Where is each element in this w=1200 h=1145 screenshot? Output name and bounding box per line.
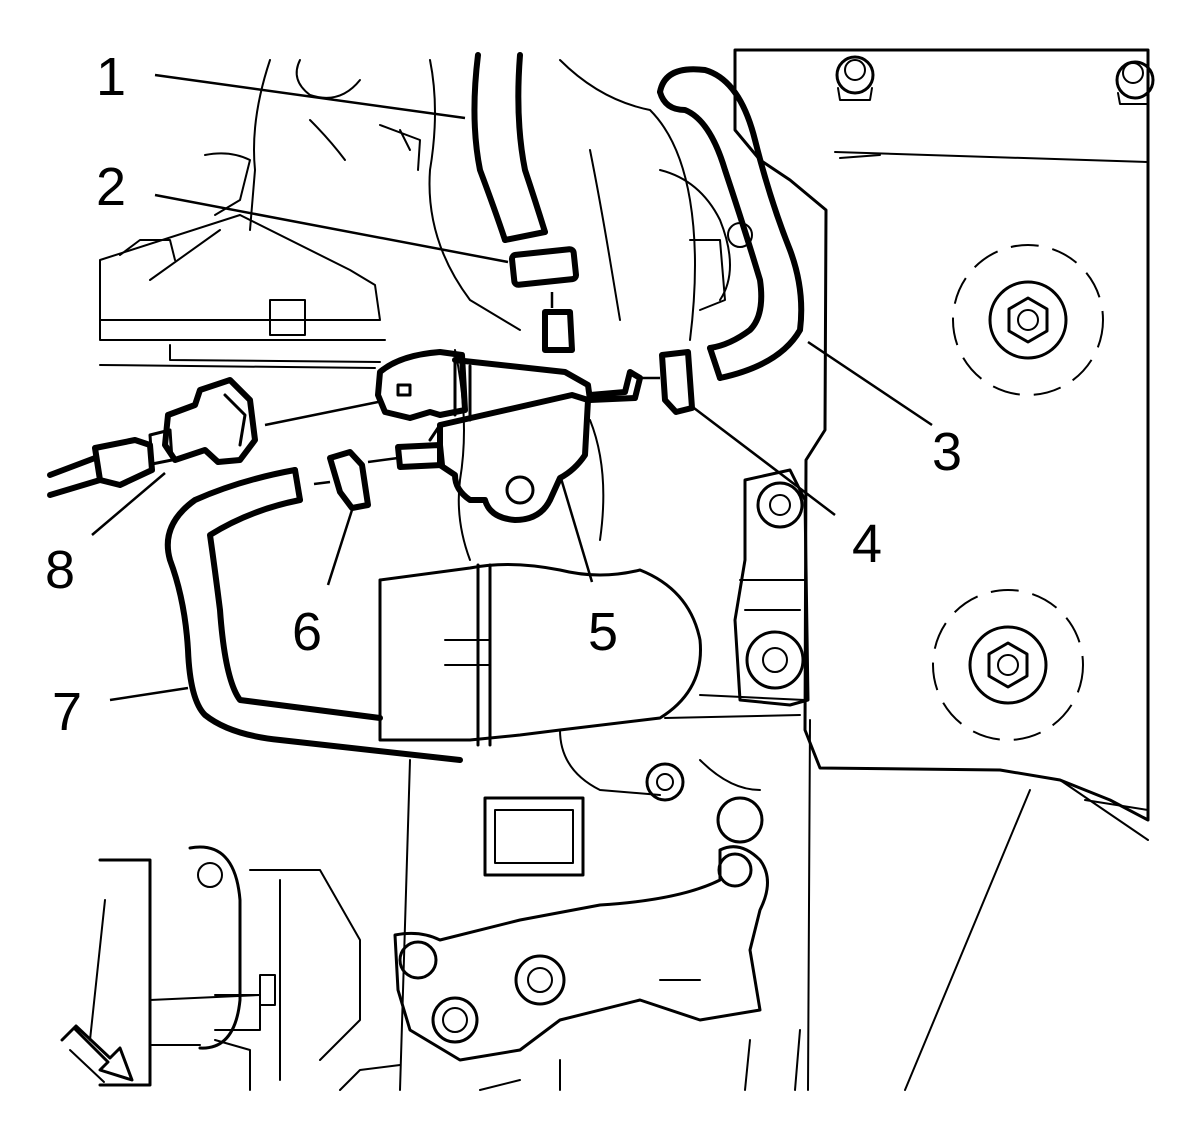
callout-4: 4 xyxy=(852,514,882,574)
engine-background-linework xyxy=(89,48,1155,1091)
callout-1: 1 xyxy=(96,47,126,107)
callout-2: 2 xyxy=(96,157,126,217)
callout-8: 8 xyxy=(45,540,75,600)
leader-lines xyxy=(91,73,933,702)
vacuum-hose-7 xyxy=(164,467,463,763)
vacuum-hose-3 xyxy=(657,66,805,381)
front-direction-arrow-icon xyxy=(60,1024,134,1083)
callout-7: 7 xyxy=(52,682,82,742)
hose-clamp-4 xyxy=(659,349,695,415)
callout-labels: 1 2 3 4 5 6 7 8 xyxy=(45,47,962,742)
callout-3: 3 xyxy=(932,422,962,482)
engine-mount-boss xyxy=(952,244,1104,396)
bolt-icon xyxy=(835,55,875,101)
engine-mount-boss xyxy=(932,589,1084,741)
callout-6: 6 xyxy=(292,602,322,662)
vacuum-solenoid-valve-5 xyxy=(395,309,643,523)
hose-clamp-2 xyxy=(508,246,580,288)
solenoid-connector xyxy=(375,349,468,421)
wiring-harness-connector-8 xyxy=(47,377,258,498)
hose-clamp-6 xyxy=(327,449,371,511)
callout-5: 5 xyxy=(588,602,618,662)
bolt-icon xyxy=(1115,60,1155,105)
vacuum-hose-1 xyxy=(471,52,548,243)
bolt-icon xyxy=(645,762,685,802)
